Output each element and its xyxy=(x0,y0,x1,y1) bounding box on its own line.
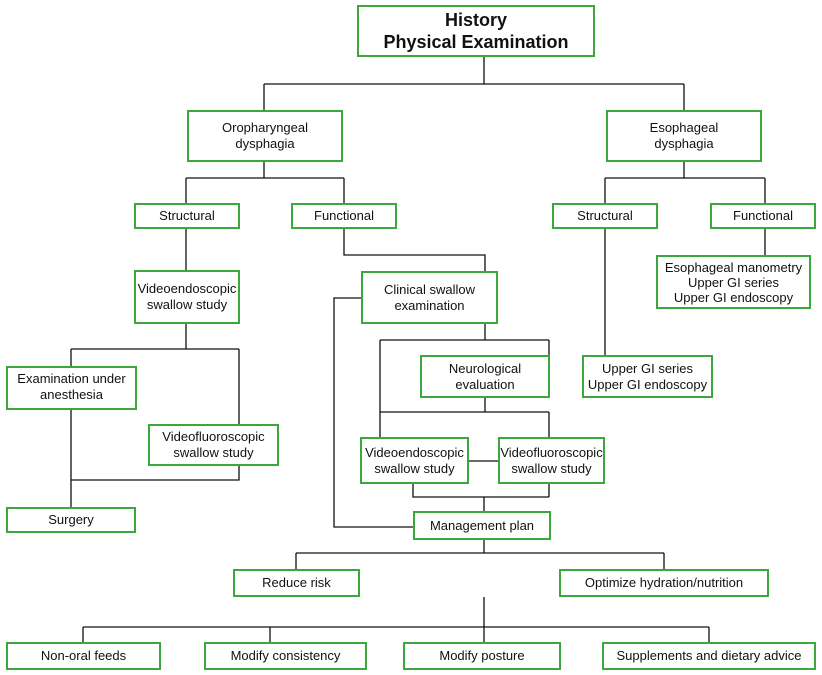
non-oral-feeds-label: Non-oral feeds xyxy=(40,648,127,663)
vfss-left-node: Videofluoroscopic swallow study xyxy=(148,424,279,466)
vfss-mid-node: Videofluoroscopic swallow study xyxy=(498,437,605,484)
upper-gi-label: Upper GI series Upper GI endoscopy xyxy=(587,360,708,392)
optimize-hydration-node: Optimize hydration/nutrition xyxy=(559,569,769,597)
oropharyngeal-dysphagia-node: Oropharyngeal dysphagia xyxy=(187,110,343,162)
exam-under-anesthesia-label: Examination under anesthesia xyxy=(17,371,126,402)
connector-vess-left-branches xyxy=(70,324,240,424)
eso-functional-node: Functional xyxy=(710,203,816,229)
vess-mid-label: Videoendoscopic swallow study xyxy=(365,444,464,476)
vess-left-node: Videoendoscopic swallow study xyxy=(134,270,240,324)
history-physical-exam-label: History Physical Examination xyxy=(383,10,569,52)
connector-to-surgery xyxy=(70,410,240,507)
connector-clinical-management xyxy=(333,297,413,528)
esophageal-dysphagia-label: Esophageal dysphagia xyxy=(649,120,719,151)
esophageal-dysphagia-node: Esophageal dysphagia xyxy=(606,110,762,162)
oro-structural-node: Structural xyxy=(134,203,240,229)
eso-functional-label: Functional xyxy=(733,208,793,223)
clinical-swallow-label: Clinical swallow examination xyxy=(383,281,476,313)
supplements-label: Supplements and dietary advice xyxy=(616,648,802,663)
modify-consistency-node: Modify consistency xyxy=(204,642,367,670)
connector-eso-branches xyxy=(604,162,766,203)
connector-history-branches xyxy=(263,57,685,110)
vess-left-label: Videoendoscopic swallow study xyxy=(137,281,237,312)
modify-consistency-label: Modify consistency xyxy=(230,648,341,663)
reduce-risk-node: Reduce risk xyxy=(233,569,360,597)
eso-structural-node: Structural xyxy=(552,203,658,229)
clinical-swallow-node: Clinical swallow examination xyxy=(361,271,498,324)
neurological-evaluation-label: Neurological evaluation xyxy=(448,360,522,392)
management-plan-node: Management plan xyxy=(413,511,551,540)
oro-functional-node: Functional xyxy=(291,203,397,229)
modify-posture-label: Modify posture xyxy=(439,648,525,663)
esophageal-manometry-label: Esophageal manometry Upper GI series Upp… xyxy=(664,259,803,305)
vfss-mid-label: Videofluoroscopic swallow study xyxy=(500,444,603,476)
oro-structural-label: Structural xyxy=(159,208,215,223)
vess-mid-node: Videoendoscopic swallow study xyxy=(360,437,469,484)
surgery-node: Surgery xyxy=(6,507,136,533)
optimize-hydration-label: Optimize hydration/nutrition xyxy=(584,575,744,590)
eso-structural-label: Structural xyxy=(577,208,633,223)
modify-posture-node: Modify posture xyxy=(403,642,561,670)
vfss-left-label: Videofluoroscopic swallow study xyxy=(162,429,265,460)
oropharyngeal-dysphagia-label: Oropharyngeal dysphagia xyxy=(222,120,308,151)
management-plan-label: Management plan xyxy=(429,517,535,533)
connector-oro-functional-clinical xyxy=(343,229,486,271)
connector-management-branches xyxy=(295,540,665,569)
surgery-label: Surgery xyxy=(48,512,94,527)
supplements-node: Supplements and dietary advice xyxy=(602,642,816,670)
reduce-risk-label: Reduce risk xyxy=(262,575,331,590)
oro-functional-label: Functional xyxy=(314,208,374,223)
upper-gi-node: Upper GI series Upper GI endoscopy xyxy=(582,355,713,398)
neurological-evaluation-node: Neurological evaluation xyxy=(420,355,550,398)
connector-bottom-row xyxy=(82,597,710,642)
history-physical-exam-node: History Physical Examination xyxy=(357,5,595,57)
exam-under-anesthesia-node: Examination under anesthesia xyxy=(6,366,137,410)
connector-oro-branches xyxy=(185,162,345,203)
connector-clinical-neuro xyxy=(379,324,550,437)
connector-tests-management xyxy=(412,484,550,511)
connector-neuro-tests xyxy=(380,398,550,437)
non-oral-feeds-node: Non-oral feeds xyxy=(6,642,161,670)
esophageal-manometry-node: Esophageal manometry Upper GI series Upp… xyxy=(656,255,811,309)
